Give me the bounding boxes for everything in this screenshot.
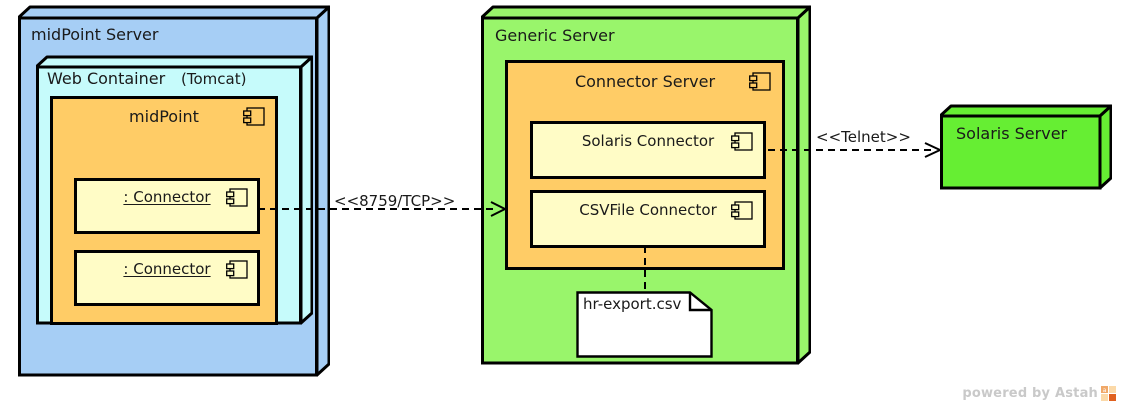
astah-watermark: powered by Astah a [962,386,1116,401]
component-connector-2[interactable]: : Connector [74,250,260,306]
node-web-container-label: Web Container [47,69,166,88]
component-connector-2-label: : Connector [123,260,211,278]
component-connector-server-label: Connector Server [574,72,716,91]
solaris-server-3d-shape [940,104,1112,190]
component-solaris-connector[interactable]: Solaris Connector [530,121,766,179]
astah-watermark-text: powered by Astah [962,386,1098,401]
node-solaris-server-label: Solaris Server [956,124,1068,143]
artifact-hr-export-csv[interactable]: hr-export.csv [576,291,713,358]
component-midpoint[interactable]: midPoint : Connector : Connector [50,96,278,325]
connection-tcp-link-label: <<8759/TCP>> [334,192,456,210]
component-connector-1[interactable]: : Connector [74,178,260,234]
component-icon [226,188,248,207]
node-solaris-server[interactable]: Solaris Server [940,104,1112,190]
component-csvfile-connector-label: CSVFile Connector [579,201,717,219]
component-connector-server[interactable]: Connector Server Solaris Connector CSVFi… [505,60,785,270]
component-icon [731,201,753,220]
component-icon [243,107,265,126]
component-solaris-connector-label: Solaris Connector [581,132,715,150]
component-connector-1-label: : Connector [123,188,211,206]
component-icon [731,132,753,151]
node-web-container-label-secondary: (Tomcat) [181,70,247,88]
component-csvfile-connector[interactable]: CSVFile Connector [530,190,766,248]
component-icon [226,260,248,279]
astah-logo-icon: a [1101,386,1116,401]
svg-text:a: a [1103,387,1107,394]
connection-telnet-link-label: <<Telnet>> [816,128,911,146]
node-midpoint-server-label: midPoint Server [31,25,159,44]
artifact-hr-export-csv-label: hr-export.csv [583,295,682,313]
component-icon [749,72,771,91]
note-document-shape [576,291,713,358]
node-generic-server-label: Generic Server [495,26,615,45]
component-midpoint-label: midPoint [129,107,199,126]
